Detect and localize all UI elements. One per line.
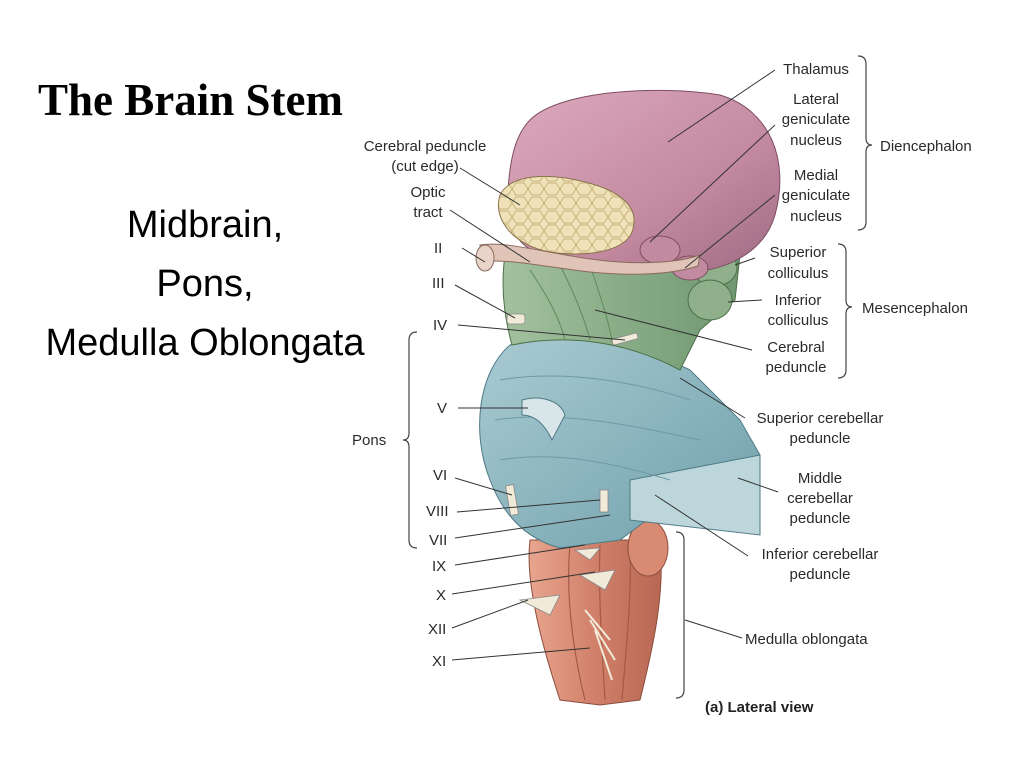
slide-title: The Brain Stem <box>38 75 344 125</box>
label-mesencephalon: Mesencephalon <box>862 300 968 317</box>
label-pons: Pons <box>352 432 386 449</box>
label-nerve-viii: VIII <box>426 503 449 520</box>
label-superior-cerebellar-peduncle-2: peduncle <box>790 430 851 447</box>
label-nerve-iii: III <box>432 275 445 292</box>
label-nerve-v: V <box>437 400 447 417</box>
label-inferior-cerebellar-peduncle-2: peduncle <box>790 566 851 583</box>
label-middle-cerebellar-peduncle-3: peduncle <box>790 510 851 527</box>
label-optic-tract-1: Optic <box>410 184 446 201</box>
label-inferior-colliculus-2: colliculus <box>768 312 829 329</box>
label-cerebral-peduncle-cut-1: Cerebral peduncle <box>364 138 487 155</box>
label-nerve-x: X <box>436 587 446 604</box>
label-lateral-geniculate-2: geniculate <box>782 111 850 128</box>
mesencephalon-bracket <box>837 243 853 379</box>
label-inferior-cerebellar-peduncle-1: Inferior cerebellar <box>762 546 879 563</box>
label-middle-cerebellar-peduncle-2: cerebellar <box>787 490 853 507</box>
label-nerve-ii: II <box>434 240 442 257</box>
label-superior-colliculus-2: colliculus <box>768 265 829 282</box>
label-nerve-vii: VII <box>429 532 447 549</box>
label-nerve-iv: IV <box>433 317 447 334</box>
diencephalon-region <box>475 89 781 281</box>
label-cerebral-peduncle-1: Cerebral <box>767 339 825 356</box>
label-lateral-geniculate-1: Lateral <box>793 91 839 108</box>
label-medial-geniculate-1: Medial <box>794 167 838 184</box>
label-medulla-oblongata: Medulla oblongata <box>745 631 868 648</box>
label-middle-cerebellar-peduncle-1: Middle <box>798 470 842 487</box>
label-superior-cerebellar-peduncle-1: Superior cerebellar <box>757 410 884 427</box>
label-thalamus: Thalamus <box>783 61 849 78</box>
subtitle-line-medulla: Medulla Oblongata <box>45 322 365 364</box>
leader-lines <box>449 69 779 661</box>
label-lateral-geniculate-3: nucleus <box>790 132 842 149</box>
label-nerve-vi: VI <box>433 467 447 484</box>
medulla-bracket <box>675 531 685 699</box>
figure-caption: (a) Lateral view <box>705 699 814 716</box>
label-optic-tract-2: tract <box>413 204 443 221</box>
subtitle-line-pons: Pons, <box>156 263 254 305</box>
label-superior-colliculus-1: Superior <box>770 244 827 261</box>
label-cerebral-peduncle-cut-2: (cut edge) <box>391 158 459 175</box>
label-nerve-ix: IX <box>432 558 446 575</box>
slide-subtitle: Midbrain, Pons, Medulla Oblongata <box>0 196 410 373</box>
label-diencephalon: Diencephalon <box>880 138 972 155</box>
label-cerebral-peduncle-2: peduncle <box>766 359 827 376</box>
pons-region <box>479 338 761 549</box>
diencephalon-bracket <box>857 55 873 231</box>
label-medial-geniculate-3: nucleus <box>790 208 842 225</box>
label-nerve-xii: XII <box>428 621 446 638</box>
label-medial-geniculate-2: geniculate <box>782 187 850 204</box>
medulla-region <box>518 519 669 706</box>
subtitle-line-midbrain: Midbrain, <box>126 204 284 246</box>
pons-bracket <box>402 331 418 549</box>
label-nerve-xi: XI <box>432 653 446 670</box>
label-inferior-colliculus-1: Inferior <box>775 292 822 309</box>
